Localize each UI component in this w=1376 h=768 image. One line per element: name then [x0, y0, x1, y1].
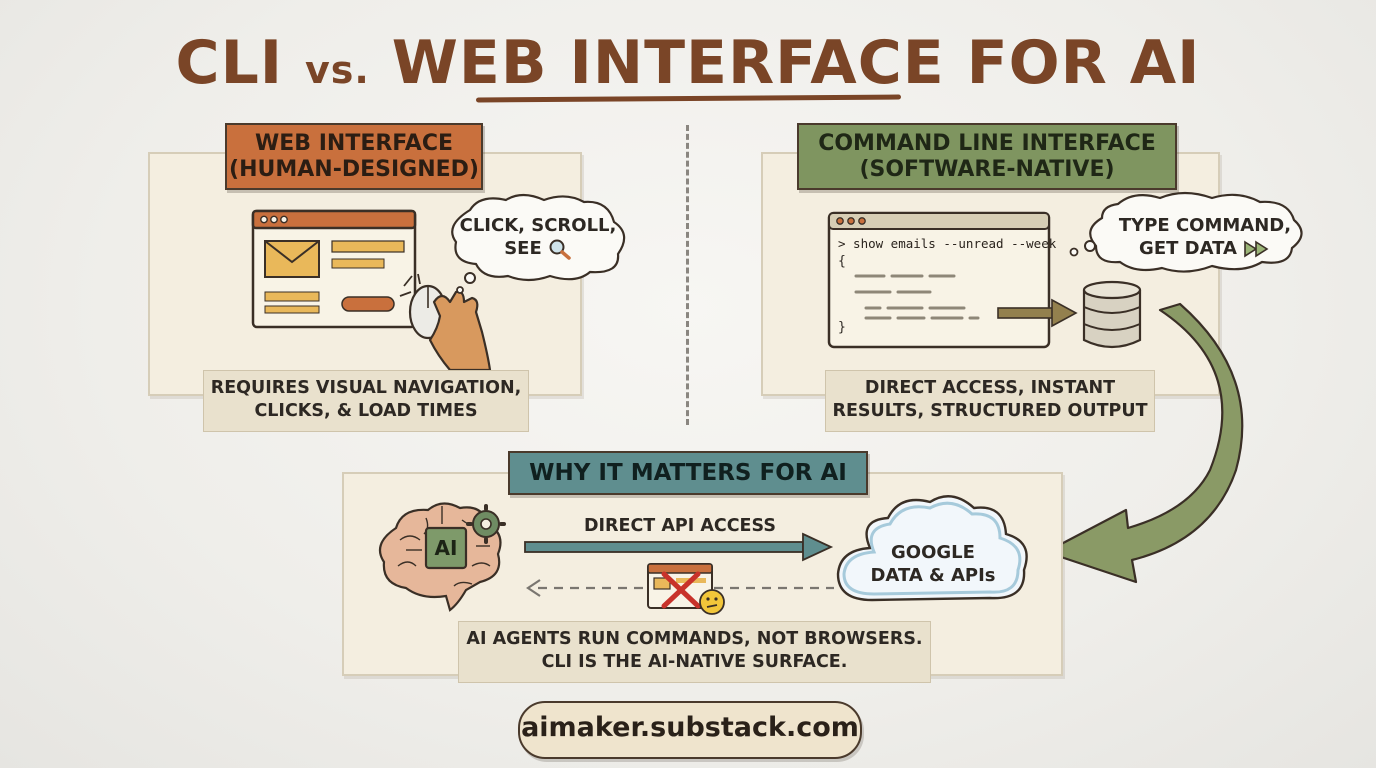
- title-cli: CLI: [175, 28, 284, 98]
- database-to-cloud-curved-arrow: [1044, 302, 1244, 584]
- web-bubble-see: SEE: [504, 238, 542, 260]
- web-bubble-line1: CLICK, SCROLL,: [459, 215, 617, 236]
- center-divider: [686, 125, 689, 425]
- web-caption-line2: CLICKS, & LOAD TIMES: [254, 401, 478, 422]
- why-caption: AI AGENTS RUN COMMANDS, NOT BROWSERS. CL…: [458, 621, 931, 683]
- web-tag-line2: (HUMAN-DESIGNED): [229, 157, 479, 183]
- cli-bubble-line1: TYPE COMMAND,: [1118, 215, 1292, 236]
- footer-url-pill[interactable]: aimaker.substack.com: [518, 701, 862, 759]
- terminal-window-illustration: [827, 211, 1051, 349]
- cloud-line2: DATA & APIs: [870, 565, 996, 587]
- terminal-command: > show emails --unread --week: [838, 236, 1057, 251]
- cloud-icon: [836, 495, 1028, 602]
- magnifier-icon: [549, 239, 571, 260]
- cloud-text: GOOGLE DATA & APIs: [858, 541, 1008, 588]
- cli-caption-line2: RESULTS, STRUCTURED OUTPUT: [832, 401, 1148, 422]
- terminal-to-database-arrow: [997, 298, 1078, 328]
- cli-caption-line1: DIRECT ACCESS, INSTANT: [864, 378, 1116, 398]
- envelope-icon: [264, 240, 320, 278]
- brain-icon: [378, 502, 506, 612]
- why-caption-line2: CLI IS THE AI-NATIVE SURFACE.: [541, 652, 848, 673]
- hand-cursor-icon: [399, 273, 492, 372]
- why-it-matters-tag: WHY IT MATTERS FOR AI: [508, 451, 868, 495]
- thinking-face-icon: [699, 589, 725, 615]
- direct-api-label: DIRECT API ACCESS: [584, 516, 776, 536]
- title-web: WEB INTERFACE FOR AI: [391, 28, 1201, 98]
- web-bubble-line2: SEE: [458, 237, 618, 260]
- browser-window-illustration: [251, 209, 417, 329]
- cli-caption: DIRECT ACCESS, INSTANT RESULTS, STRUCTUR…: [825, 370, 1155, 432]
- cli-bubble-text: TYPE COMMAND, GET DATA: [1110, 214, 1300, 261]
- web-caption-line1: REQUIRES VISUAL NAVIGATION,: [210, 378, 522, 398]
- web-thought-bubble: [451, 193, 626, 294]
- terminal-open-brace: {: [838, 254, 846, 269]
- cli-bubble-line2: GET DATA: [1110, 237, 1300, 260]
- cli-tag: COMMAND LINE INTERFACE (SOFTWARE-NATIVE): [797, 123, 1177, 190]
- web-interface-tag: WEB INTERFACE (HUMAN-DESIGNED): [225, 123, 483, 190]
- fast-forward-icon: [1244, 240, 1269, 258]
- gear-icon: [466, 504, 506, 544]
- cli-tag-line2: (SOFTWARE-NATIVE): [859, 157, 1115, 183]
- why-caption-line1: AI AGENTS RUN COMMANDS, NOT BROWSERS.: [466, 629, 923, 649]
- cli-tag-line1: COMMAND LINE INTERFACE: [818, 131, 1156, 156]
- database-icon: [1082, 280, 1142, 349]
- cloud-line1: GOOGLE: [891, 542, 975, 563]
- title-vs: vs.: [305, 48, 370, 92]
- crossed-browser-icon: [647, 563, 713, 609]
- brain-ai-label: AI: [434, 536, 458, 560]
- cli-bubble-getdata: GET DATA: [1139, 238, 1237, 260]
- web-caption: REQUIRES VISUAL NAVIGATION, CLICKS, & LO…: [203, 370, 529, 432]
- terminal-close-brace: }: [838, 320, 846, 335]
- page-title: CLI vs. WEB INTERFACE FOR AI: [0, 28, 1376, 98]
- direct-api-arrow: [524, 532, 834, 562]
- web-tag-line1: WEB INTERFACE: [255, 131, 453, 156]
- web-bubble-text: CLICK, SCROLL, SEE: [458, 214, 618, 261]
